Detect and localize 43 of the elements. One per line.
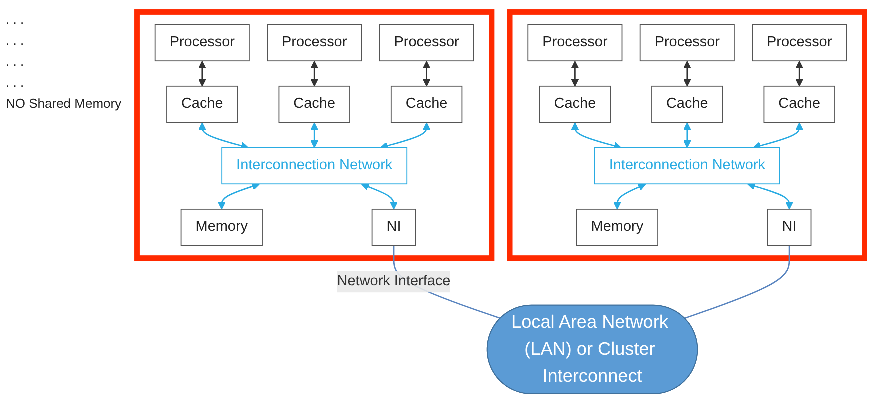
node-box: Cache bbox=[764, 86, 836, 123]
arrow bbox=[310, 122, 319, 148]
arrow bbox=[218, 182, 260, 210]
connector bbox=[684, 246, 790, 319]
node-box: Processor bbox=[752, 24, 848, 62]
arrow bbox=[753, 122, 804, 150]
note-text: . . . bbox=[6, 54, 26, 69]
node-box: Cache bbox=[652, 86, 724, 123]
arrow bbox=[796, 60, 804, 87]
arrow bbox=[198, 60, 206, 87]
arrow bbox=[198, 122, 249, 150]
edge-label: Network Interface bbox=[337, 274, 451, 289]
node-box: Processor bbox=[267, 24, 362, 62]
arrow bbox=[613, 183, 646, 210]
node-box: NI bbox=[767, 208, 812, 246]
node-box: Interconnection Network bbox=[594, 147, 780, 184]
node-box: Processor bbox=[379, 24, 474, 62]
arrow bbox=[683, 122, 692, 148]
cluster bbox=[507, 9, 868, 261]
arrow bbox=[361, 183, 398, 210]
arrow bbox=[310, 60, 319, 87]
node-box: Cache bbox=[166, 86, 238, 123]
arrow bbox=[571, 122, 622, 150]
node-box: Processor bbox=[640, 24, 735, 62]
node-box: Cache bbox=[539, 86, 612, 123]
arrow bbox=[422, 60, 431, 87]
node-box: Cache bbox=[278, 86, 350, 123]
node-box: Interconnection Network bbox=[222, 147, 408, 184]
node-box: Memory bbox=[576, 208, 658, 246]
node-box: Processor bbox=[528, 24, 623, 62]
note-text: . . . bbox=[6, 75, 26, 90]
arrow bbox=[683, 60, 692, 87]
node-box: NI bbox=[372, 208, 416, 246]
node-box: Processor bbox=[154, 24, 250, 62]
arrow bbox=[747, 182, 794, 210]
node-box: Memory bbox=[180, 208, 263, 246]
note-text: NO Shared Memory bbox=[6, 96, 123, 111]
note-text: . . . bbox=[6, 12, 26, 27]
node-box: Cache bbox=[390, 86, 463, 123]
cluster bbox=[134, 9, 495, 261]
arrow bbox=[571, 60, 580, 87]
note-text: . . . bbox=[6, 33, 26, 48]
arrow bbox=[380, 122, 431, 150]
